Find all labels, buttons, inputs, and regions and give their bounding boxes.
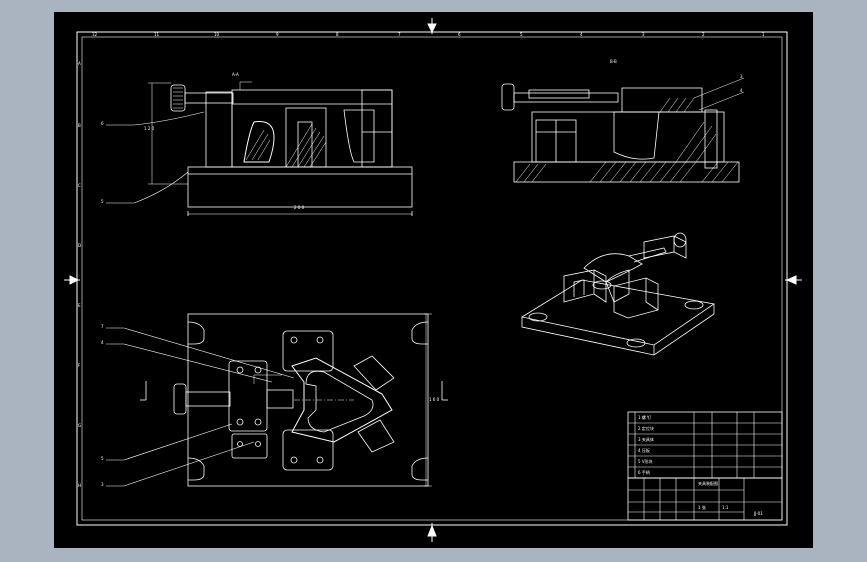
clamp-knob (170, 84, 186, 112)
parts-list-row: 2 定位块 (638, 426, 654, 431)
ruler-label: F (78, 363, 81, 368)
title-block (627, 411, 783, 521)
drawing-title: 夹具装配图 (698, 481, 718, 486)
plan-view (106, 313, 448, 487)
inner-frame (81, 36, 783, 521)
iso-v-block (583, 253, 643, 283)
side-v-block (613, 111, 660, 160)
drawing-sheet: 1 张 (698, 505, 706, 510)
dim-total-text: 2 0 0 (294, 205, 305, 210)
assembly-drawing-sheet (64, 18, 802, 542)
leader-5 (106, 171, 189, 204)
parts-list-row: 4 压板 (638, 448, 650, 453)
ruler-label: 1 (762, 32, 765, 37)
ruler-label: 8 (336, 32, 339, 37)
plan-upper-block (282, 330, 334, 372)
centering-marks (64, 18, 802, 542)
balloon-7: 7 (101, 324, 104, 329)
plan-knob (173, 383, 187, 415)
ruler-label: 9 (276, 32, 279, 37)
v-block-profile (243, 121, 275, 163)
balloon-6: 6 (101, 121, 104, 126)
ruler-label: C (78, 183, 81, 188)
ruler-label: H (78, 483, 82, 488)
ruler-label: 11 (154, 32, 160, 37)
leader-5b (106, 423, 233, 461)
iso-base-plate (520, 279, 716, 346)
ruler-label: 3 (642, 32, 645, 37)
section-mark-front: A-A (232, 72, 239, 77)
ruler-label: 12 (92, 32, 98, 37)
dim-plan-height: 1 6 0 (429, 397, 440, 402)
ruler-label: 4 (580, 32, 583, 37)
balloon-5: 5 (101, 199, 104, 204)
clamp-screw (184, 92, 234, 104)
parts-list-row: 5 V形块 (638, 459, 653, 464)
hatching-side (515, 97, 739, 183)
ruler-label: 2 (702, 32, 705, 37)
iso-right-block (613, 277, 659, 319)
ruler-label: G (78, 423, 82, 428)
front-view (106, 81, 413, 216)
drawing-scale: 1:1 (722, 505, 729, 510)
leader-6 (106, 111, 205, 126)
leader-4 (106, 343, 273, 383)
drawing-viewport[interactable]: 12 11 10 9 8 7 6 5 4 3 2 1 A B C D E F G… (54, 12, 813, 548)
locating-pin (285, 107, 327, 168)
balloon-3-side: 3 (740, 74, 743, 79)
right-support (361, 89, 393, 168)
side-view (501, 77, 745, 183)
balloon-5-plan: 5 (101, 456, 104, 461)
parts-list-row: 1 螺 钉 (638, 415, 652, 420)
parts-list-row: 3 夹具体 (638, 437, 654, 442)
ruler-label: E (78, 303, 81, 308)
leader-3 (106, 441, 255, 487)
base-plate (187, 166, 413, 208)
ruler-label: B (78, 123, 81, 128)
ruler-label: A (78, 61, 81, 66)
iso-left-block (563, 269, 595, 303)
iso-knob (673, 232, 687, 248)
plan-lower-block (282, 429, 334, 471)
balloon-4: 4 (101, 340, 104, 345)
balloon-4-side: 4 (740, 88, 743, 93)
plan-clamp-plate (228, 360, 268, 432)
ruler-label: 6 (458, 32, 461, 37)
dim-height-text: 1 2 0 (144, 126, 155, 131)
side-knob (501, 83, 515, 111)
leader-7 (106, 327, 295, 379)
drawing-number: JJ-01 (754, 511, 763, 516)
isometric-view (520, 232, 716, 356)
ruler-label: 7 (398, 32, 401, 37)
balloon-3: 3 (101, 482, 104, 487)
plan-base (187, 313, 429, 487)
ruler-label: D (78, 243, 82, 248)
section-mark-side: B-B (610, 59, 617, 64)
parts-list-row: 6 手柄 (638, 470, 650, 475)
ruler-label: 10 (214, 32, 220, 37)
ruler-label: 5 (520, 32, 523, 37)
plan-v-block (291, 357, 393, 443)
